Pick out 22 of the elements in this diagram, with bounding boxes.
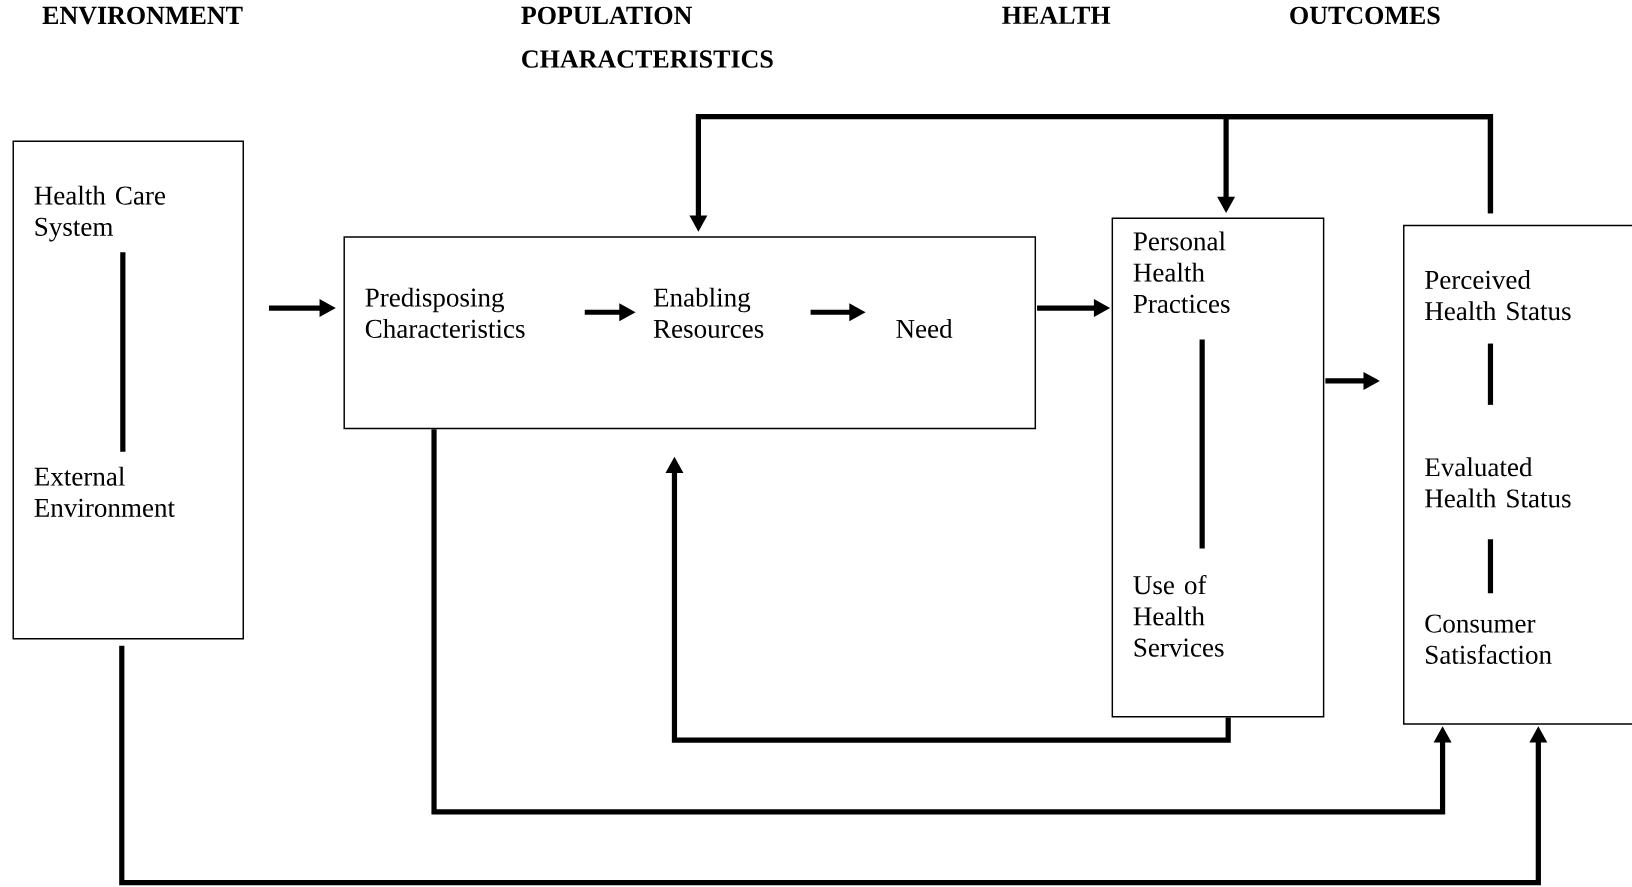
panel-box: [1403, 224, 1632, 725]
column-heading: POPULATION CHARACTERISTICS: [521, 6, 773, 68]
connector-line: [1199, 339, 1205, 549]
box-label: Evaluated Health Status: [1425, 457, 1571, 508]
box-label: Enabling Resources: [653, 287, 764, 339]
column-heading: OUTCOMES: [1290, 6, 1440, 25]
box-label: Use of Health Services: [1133, 575, 1224, 657]
box-label: Personal Health Practices: [1133, 231, 1230, 314]
box-label: Predisposing Characteristics: [365, 287, 525, 339]
connector-line: [1487, 539, 1494, 594]
box-label: Need: [896, 319, 953, 339]
column-heading: HEALTH: [1002, 6, 1111, 24]
panel-box: [1111, 217, 1325, 718]
box-label: Consumer Satisfaction: [1425, 614, 1552, 664]
panel-box: [343, 236, 1037, 430]
connector-line: [1487, 343, 1494, 405]
connector-line: [120, 252, 126, 452]
panel-box: [12, 140, 244, 640]
box-label: Perceived Health Status: [1425, 270, 1571, 321]
box-label: Health Care System: [34, 185, 166, 242]
box-label: External Environment: [34, 466, 175, 518]
column-heading: ENVIRONMENT: [42, 6, 243, 25]
